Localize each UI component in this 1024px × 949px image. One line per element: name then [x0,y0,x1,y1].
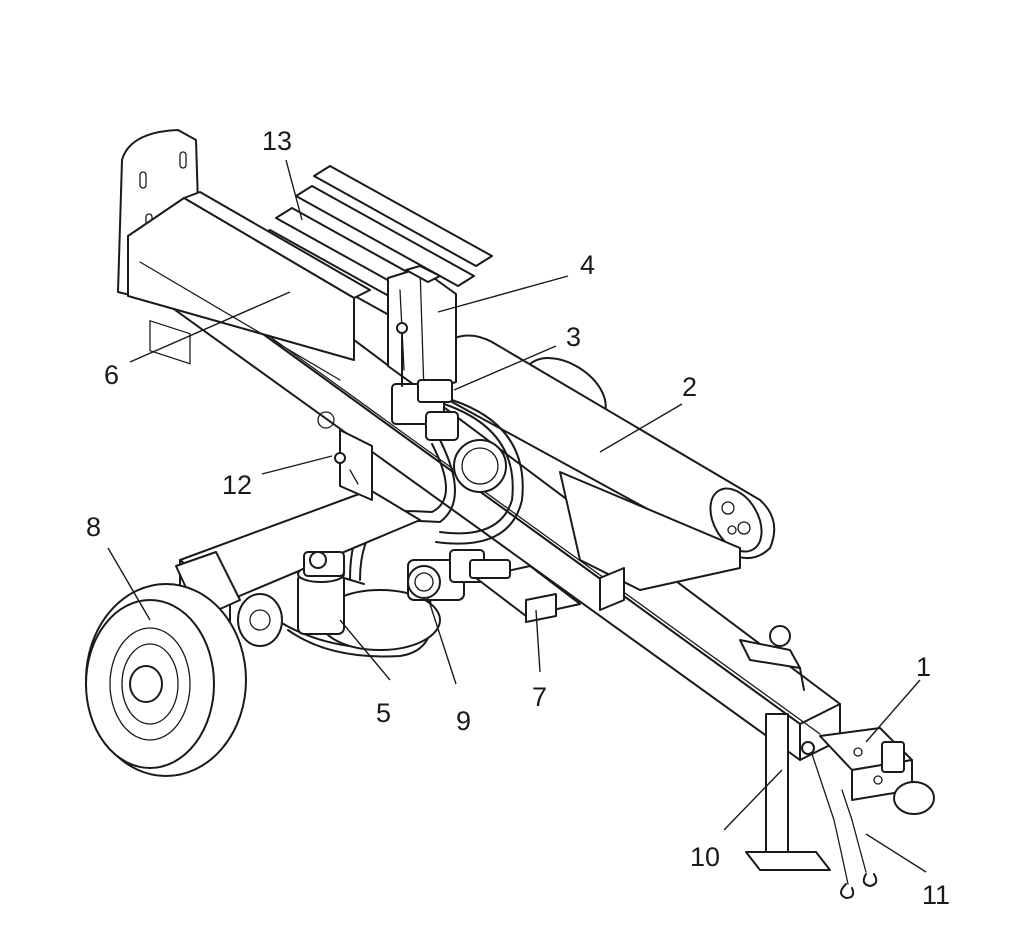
leader-lines [107,159,927,873]
callout-11: 11 [922,880,950,910]
hydraulic-cylinder [439,334,776,559]
engine-mount-plate [469,559,581,623]
push-plate [127,191,371,381]
callout-7: 7 [532,682,547,712]
callout-10: 10 [690,842,720,872]
beam-handle [739,625,805,691]
callout-13: 13 [262,126,292,156]
callout-6: 6 [104,360,119,390]
oil-filter [297,551,365,635]
callout-9: 9 [456,706,471,736]
callout-8: 8 [86,512,101,542]
jack-stand [745,713,831,871]
hitch-coupler [819,727,935,815]
callout-numbers: 1 2 3 4 5 6 7 8 9 10 11 12 13 [86,126,950,910]
beam-lock [317,411,373,501]
control-valve [391,322,507,493]
callout-12: 12 [222,470,252,500]
cylinder-support [559,471,741,611]
safety-chains [801,741,878,899]
callout-4: 4 [580,250,595,280]
callout-2: 2 [682,372,697,402]
callout-3: 3 [566,322,581,352]
callout-1: 1 [916,652,931,682]
hydraulic-pump [407,549,485,601]
wheel [85,583,283,777]
callout-5: 5 [376,698,391,728]
